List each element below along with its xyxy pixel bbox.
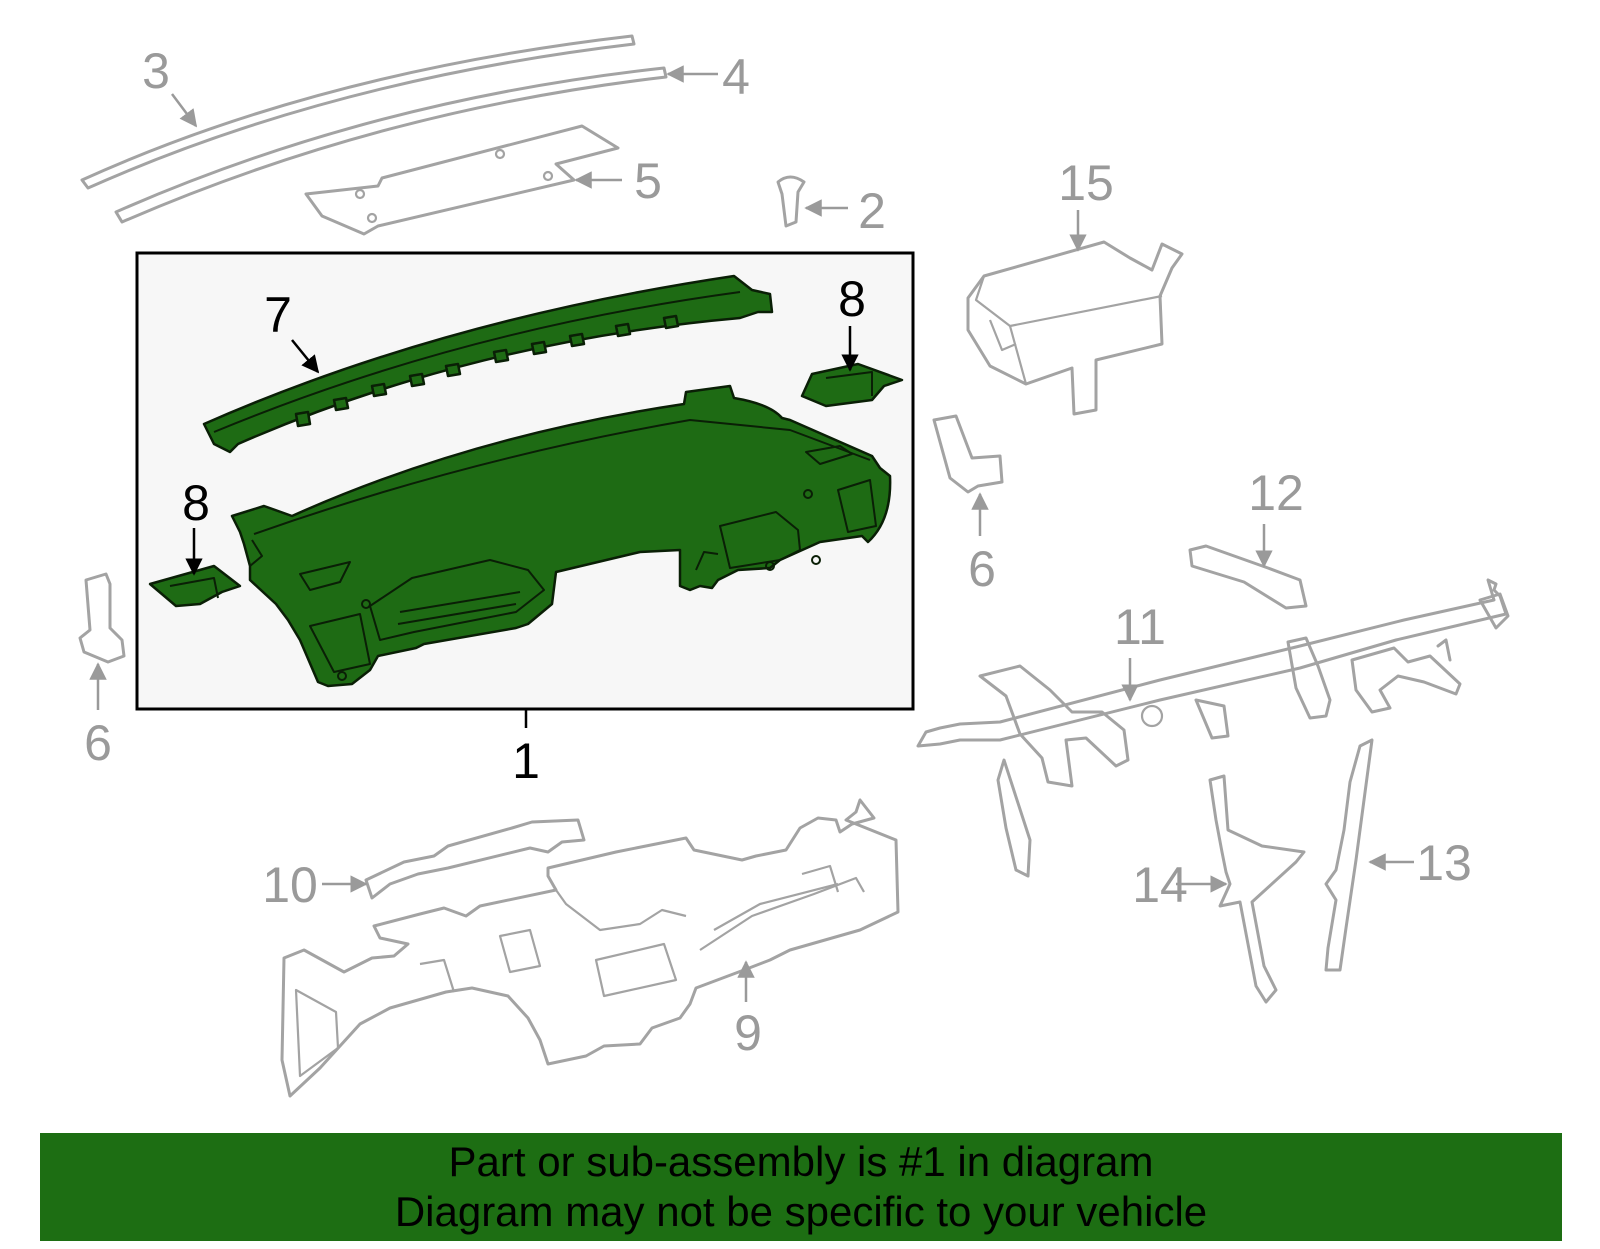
part-6-bracket-right: [932, 414, 1004, 494]
callout-4: 4: [722, 49, 750, 105]
parts-diagram: 1 2 3 4 5 6 6 7 8 8 9 10 11 12 13 14 15: [78, 34, 1510, 1098]
callout-11: 11: [1114, 599, 1166, 655]
callout-5: 5: [634, 153, 662, 209]
part-7-defroster-nozzle: [202, 274, 774, 454]
part-4-molding: [114, 66, 668, 224]
part-12-bracket: [1188, 544, 1308, 610]
part-3-molding: [80, 34, 636, 190]
callout-9: 9: [734, 1005, 762, 1061]
callout-12: 12: [1248, 465, 1304, 521]
disclaimer-banner: Part or sub-assembly is #1 in diagram Di…: [40, 1133, 1562, 1241]
callout-8-left: 8: [182, 475, 210, 531]
callout-14: 14: [1132, 857, 1188, 913]
part-8-pad-left: [148, 564, 242, 608]
part-6-bracket-left: [78, 572, 126, 664]
callout-7: 7: [264, 287, 292, 343]
part-5-plate: [304, 124, 620, 236]
part-1-instrument-panel: [230, 384, 892, 688]
callout-6-right: 6: [968, 541, 996, 597]
callout-15: 15: [1058, 155, 1114, 211]
callout-2: 2: [858, 183, 886, 239]
leader-lines: [89, 65, 1414, 1002]
part-11-beam: [916, 578, 1510, 878]
callout-1: 1: [512, 733, 540, 789]
banner-line-1: Part or sub-assembly is #1 in diagram: [448, 1138, 1154, 1185]
callout-10: 10: [262, 857, 318, 913]
part-9-reinforcement: [280, 798, 900, 1098]
part-8-pad-right: [800, 362, 904, 408]
part-10-duct: [364, 818, 586, 900]
callout-numbers: 1 2 3 4 5 6 6 7 8 8 9 10 11 12 13 14 15: [84, 43, 1472, 1061]
callout-3: 3: [142, 43, 170, 99]
part-13-brace: [1324, 738, 1374, 972]
part-14-brace: [1208, 774, 1306, 1004]
callout-8-right: 8: [838, 271, 866, 327]
part-15-airbag: [966, 240, 1184, 416]
callout-13: 13: [1416, 835, 1472, 891]
callout-6-left: 6: [84, 715, 112, 771]
banner-line-2: Diagram may not be specific to your vehi…: [394, 1188, 1208, 1235]
part-2-clip: [776, 175, 806, 228]
